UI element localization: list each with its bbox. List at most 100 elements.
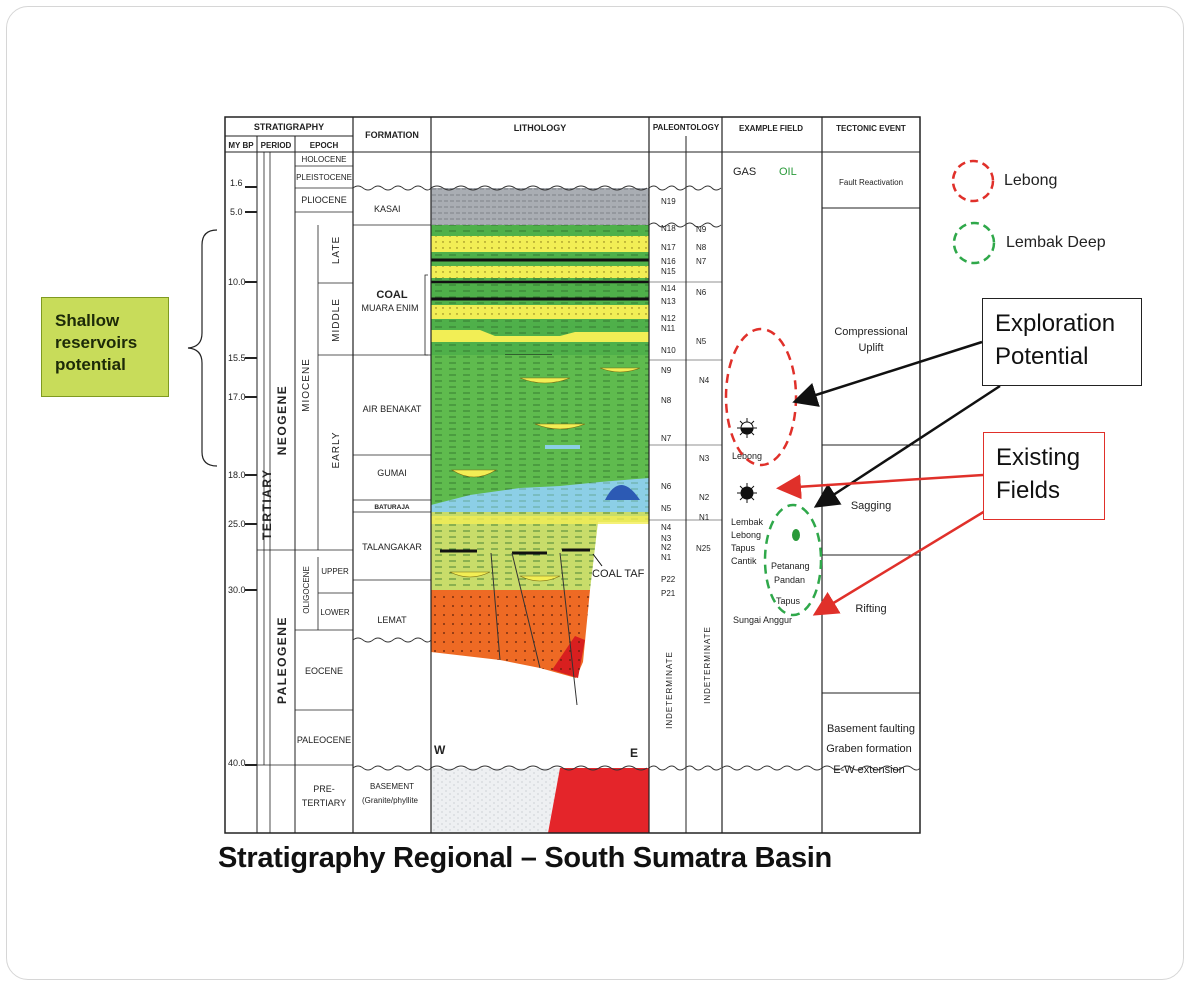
exploration-arrow xyxy=(792,340,983,407)
formation-kasai: KASAI xyxy=(374,204,401,214)
petanang-field-label: Petanang xyxy=(771,561,810,571)
legend-lembak-deep-symbol xyxy=(952,221,996,265)
age-label: 18.0 xyxy=(228,470,246,480)
lembak-field-label: Lembak xyxy=(731,517,764,527)
svg-text:N4: N4 xyxy=(699,376,710,385)
epoch-pre-tertiary: TERTIARY xyxy=(302,798,346,808)
svg-text:N1: N1 xyxy=(699,513,710,522)
epoch-pliocene: PLIOCENE xyxy=(301,195,347,205)
svg-text:N7: N7 xyxy=(696,257,707,266)
formation-muara-enim: MUARA ENIM xyxy=(361,303,418,313)
formation-baturaja: BATURAJA xyxy=(374,504,410,511)
epoch-pre: PRE- xyxy=(313,784,335,794)
gas-label: GAS xyxy=(733,166,756,178)
svg-text:N13: N13 xyxy=(661,297,676,306)
period-paleogene: PALEOGENE xyxy=(275,616,289,704)
lebong-field-label: Lebong xyxy=(731,530,761,540)
lithology-column xyxy=(431,188,649,833)
existing-arrow xyxy=(812,506,991,616)
east-label: E xyxy=(630,746,638,760)
header-period: PERIOD xyxy=(261,141,292,150)
age-label: 1.6 xyxy=(230,178,243,188)
epoch-miocene: MIOCENE xyxy=(301,358,312,412)
formation-coal: COAL xyxy=(376,289,407,301)
svg-text:N12: N12 xyxy=(661,314,676,323)
epoch-lower: LOWER xyxy=(320,608,350,617)
svg-text:N6: N6 xyxy=(696,288,707,297)
gas-well-symbol xyxy=(737,418,757,438)
legend-lembak-deep-label: Lembak Deep xyxy=(1006,234,1106,251)
cantik-field-label: Cantik xyxy=(731,556,757,566)
age-label: 25.0 xyxy=(228,519,246,529)
tectonic-sagging: Sagging xyxy=(851,500,891,512)
age-label: 30.0 xyxy=(228,585,246,595)
existing-arrow xyxy=(776,473,984,500)
svg-text:N2: N2 xyxy=(661,543,672,552)
oil-well-symbol xyxy=(792,529,800,541)
formation-talangakar: TALANGAKAR xyxy=(362,542,422,552)
svg-text:N6: N6 xyxy=(661,482,672,491)
unconformity-lines xyxy=(352,185,921,771)
svg-text:N17: N17 xyxy=(661,243,676,252)
svg-text:N3: N3 xyxy=(699,454,710,463)
svg-text:N2: N2 xyxy=(699,493,710,502)
shallow-reservoirs-label: Shallow reservoirs potential xyxy=(41,297,169,397)
tectonic-uplift: Uplift xyxy=(858,342,883,354)
epoch-early: EARLY xyxy=(331,431,342,468)
tectonic-rifting: Rifting xyxy=(855,603,886,615)
lebong-field-label: Lebong xyxy=(732,451,762,461)
svg-text:INDETERMINATE: INDETERMINATE xyxy=(665,651,674,729)
epoch-upper: UPPER xyxy=(321,567,349,576)
existing-fields-callout: Existing Fields xyxy=(983,432,1105,520)
tectonic-fault-reactivation: Fault Reactivation xyxy=(839,178,903,187)
age-label: 17.0 xyxy=(228,392,246,402)
header-paleontology: PALEONTOLOGY xyxy=(653,123,720,132)
tapus-field-label: Tapus xyxy=(731,543,756,553)
svg-text:N4: N4 xyxy=(661,523,672,532)
svg-text:N3: N3 xyxy=(661,534,672,543)
header-stratigraphy: STRATIGRAPHY xyxy=(254,122,324,132)
svg-text:N15: N15 xyxy=(661,267,676,276)
svg-text:N19: N19 xyxy=(661,197,676,206)
svg-text:N10: N10 xyxy=(661,346,676,355)
svg-text:N9: N9 xyxy=(696,225,707,234)
paleo-left-labels: N19 N18 N17 N16 N15 N14 N13 N12 N11 N10 … xyxy=(661,197,676,729)
tapus-field-label: Tapus xyxy=(776,596,801,606)
tectonic-ew-extension: E-W extension xyxy=(833,764,905,776)
header-my-bp: MY BP xyxy=(228,141,254,150)
epoch-late: LATE xyxy=(331,236,342,264)
svg-text:N5: N5 xyxy=(696,337,707,346)
lebong-prospect-outline xyxy=(724,327,798,467)
period-neogene: NEOGENE xyxy=(275,385,289,456)
svg-text:N14: N14 xyxy=(661,284,676,293)
svg-text:P22: P22 xyxy=(661,575,676,584)
formation-air-benakat: AIR BENAKAT xyxy=(363,404,422,414)
gas-well-symbol xyxy=(737,483,757,503)
west-label: W xyxy=(434,743,446,757)
header-example-field: EXAMPLE FIELD xyxy=(739,124,803,133)
epoch-holocene: HOLOCENE xyxy=(302,155,347,164)
header-formation: FORMATION xyxy=(365,130,419,140)
lembak-deep-prospect-outline xyxy=(763,503,823,617)
oil-label: OIL xyxy=(779,166,797,178)
formation-basement-sub: (Granite/phyllite xyxy=(362,796,419,805)
paleo-right-labels: N9 N8 N7 N6 N5 N4 N3 N2 N1 N25 INDETERMI… xyxy=(696,225,712,704)
age-label: 15.5 xyxy=(228,353,246,363)
header-epoch: EPOCH xyxy=(310,141,339,150)
svg-text:N8: N8 xyxy=(661,396,672,405)
tectonic-compressional: Compressional xyxy=(834,326,907,338)
svg-text:N16: N16 xyxy=(661,257,676,266)
svg-text:N18: N18 xyxy=(661,224,676,233)
legend-lebong-label: Lebong xyxy=(1004,172,1058,189)
svg-text:N7: N7 xyxy=(661,434,672,443)
svg-text:N1: N1 xyxy=(661,553,672,562)
age-label: 40.0 xyxy=(228,758,246,768)
formation-gumai: GUMAI xyxy=(377,468,407,478)
exploration-arrow xyxy=(813,384,1001,508)
period-tertiary: TERTIARY xyxy=(260,468,274,540)
svg-text:INDETERMINATE: INDETERMINATE xyxy=(703,626,712,704)
epoch-oligocene: OLIGOCENE xyxy=(302,566,311,614)
svg-text:N5: N5 xyxy=(661,504,672,513)
sungai-anggur-field-label: Sungai Anggur xyxy=(733,615,792,625)
tectonic-basement-faulting: Basement faulting xyxy=(827,723,915,735)
